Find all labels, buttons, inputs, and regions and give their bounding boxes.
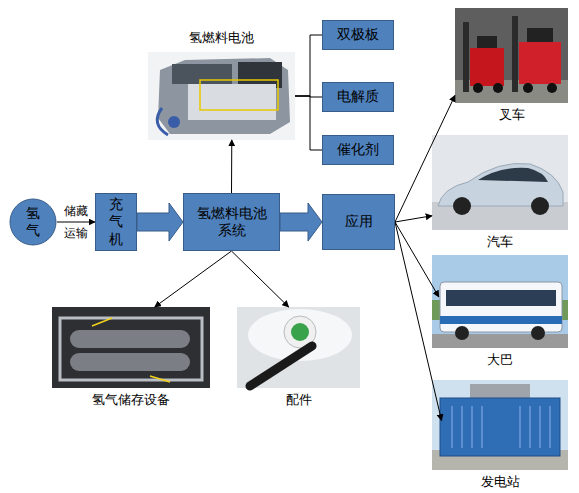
forklift-seat bbox=[527, 28, 553, 42]
pipe-joint bbox=[168, 116, 180, 128]
process-box: 充气机 bbox=[95, 193, 137, 251]
wheel bbox=[453, 197, 471, 215]
photo-background bbox=[455, 8, 568, 103]
vents bbox=[452, 406, 550, 448]
wheel bbox=[493, 83, 503, 93]
forklift-mast bbox=[512, 16, 518, 92]
fuel-nozzle bbox=[250, 346, 312, 386]
connector-line bbox=[395, 222, 442, 421]
photo-caption: 大巴 bbox=[402, 352, 579, 368]
connector-line bbox=[395, 95, 455, 222]
photo-panel: 大巴 bbox=[432, 255, 568, 348]
node-label: 应用 bbox=[345, 213, 373, 231]
hydrogen-tank bbox=[70, 330, 190, 348]
road bbox=[432, 334, 568, 348]
node-label: 氢燃料电池系统 bbox=[194, 205, 269, 240]
flow-arrow bbox=[280, 203, 322, 241]
node-label: 催化剂 bbox=[337, 141, 379, 159]
process-box: 电解质 bbox=[322, 82, 394, 112]
engine-body bbox=[158, 58, 290, 134]
process-box: 氢燃料电池系统 bbox=[183, 193, 280, 251]
wheel bbox=[455, 326, 469, 340]
connector-line bbox=[295, 96, 322, 150]
photo-background bbox=[432, 135, 568, 230]
process-box: 双极板 bbox=[322, 20, 394, 50]
photo-background bbox=[52, 307, 210, 388]
photo-panel: 发电站 bbox=[432, 380, 568, 470]
connector-line bbox=[295, 35, 322, 96]
highlight-frame bbox=[200, 80, 278, 110]
photo-caption: 氢燃料电池 bbox=[118, 30, 325, 46]
generator-container bbox=[440, 398, 560, 456]
node-label: 氢气 bbox=[25, 205, 41, 240]
connector-line bbox=[231, 140, 232, 193]
process-box: 应用 bbox=[322, 194, 395, 250]
photo-caption: 汽车 bbox=[402, 234, 579, 250]
hydrogen-tank bbox=[70, 353, 190, 371]
node-label: 电解质 bbox=[337, 88, 379, 106]
hydrogen-symbol bbox=[291, 323, 309, 341]
bus-body bbox=[440, 282, 562, 332]
connector-line bbox=[232, 251, 289, 307]
connector-line bbox=[155, 251, 232, 307]
wheel bbox=[473, 83, 483, 93]
bus-stripe bbox=[440, 316, 562, 324]
node-label: 充气机 bbox=[108, 196, 124, 249]
photo-caption: 发电站 bbox=[402, 474, 579, 490]
forklift-mast bbox=[463, 22, 469, 92]
connector-line bbox=[395, 222, 439, 297]
circle-shape bbox=[10, 199, 56, 245]
source-circle: 氢气 bbox=[9, 198, 57, 246]
photo-panel: 氢燃料电池 bbox=[148, 52, 295, 140]
wheel bbox=[531, 326, 545, 340]
wheel bbox=[523, 83, 533, 93]
photo-caption: 氢气储存设备 bbox=[22, 392, 240, 408]
photo-panel: 配件 bbox=[237, 307, 360, 388]
callout-mark bbox=[92, 318, 170, 382]
process-box: 催化剂 bbox=[322, 135, 394, 165]
photo-background bbox=[432, 255, 568, 348]
connector-line bbox=[57, 222, 95, 223]
cell-stack bbox=[188, 84, 276, 120]
photo-background bbox=[432, 380, 568, 470]
photo-panel: 汽车 bbox=[432, 135, 568, 230]
bus-windows bbox=[446, 290, 556, 306]
forklift-body bbox=[470, 48, 504, 86]
photo-background bbox=[148, 52, 295, 140]
photo-caption: 叉车 bbox=[425, 107, 579, 123]
engine-top bbox=[172, 64, 232, 84]
edge-label: 储藏运输 bbox=[63, 200, 89, 244]
node-label: 双极板 bbox=[337, 26, 379, 44]
pipe bbox=[157, 108, 168, 135]
forklift-body bbox=[519, 42, 561, 84]
frame bbox=[60, 318, 202, 380]
forklift-seat bbox=[477, 36, 497, 48]
car-window bbox=[478, 168, 548, 182]
connector-line bbox=[395, 216, 432, 222]
flow-arrow bbox=[137, 203, 183, 241]
photo-caption: 配件 bbox=[207, 392, 390, 408]
photo-background bbox=[237, 307, 360, 388]
wheel bbox=[531, 197, 549, 215]
photo-panel: 氢气储存设备 bbox=[52, 307, 210, 388]
photo-panel: 叉车 bbox=[455, 8, 568, 103]
wheel bbox=[547, 83, 557, 93]
